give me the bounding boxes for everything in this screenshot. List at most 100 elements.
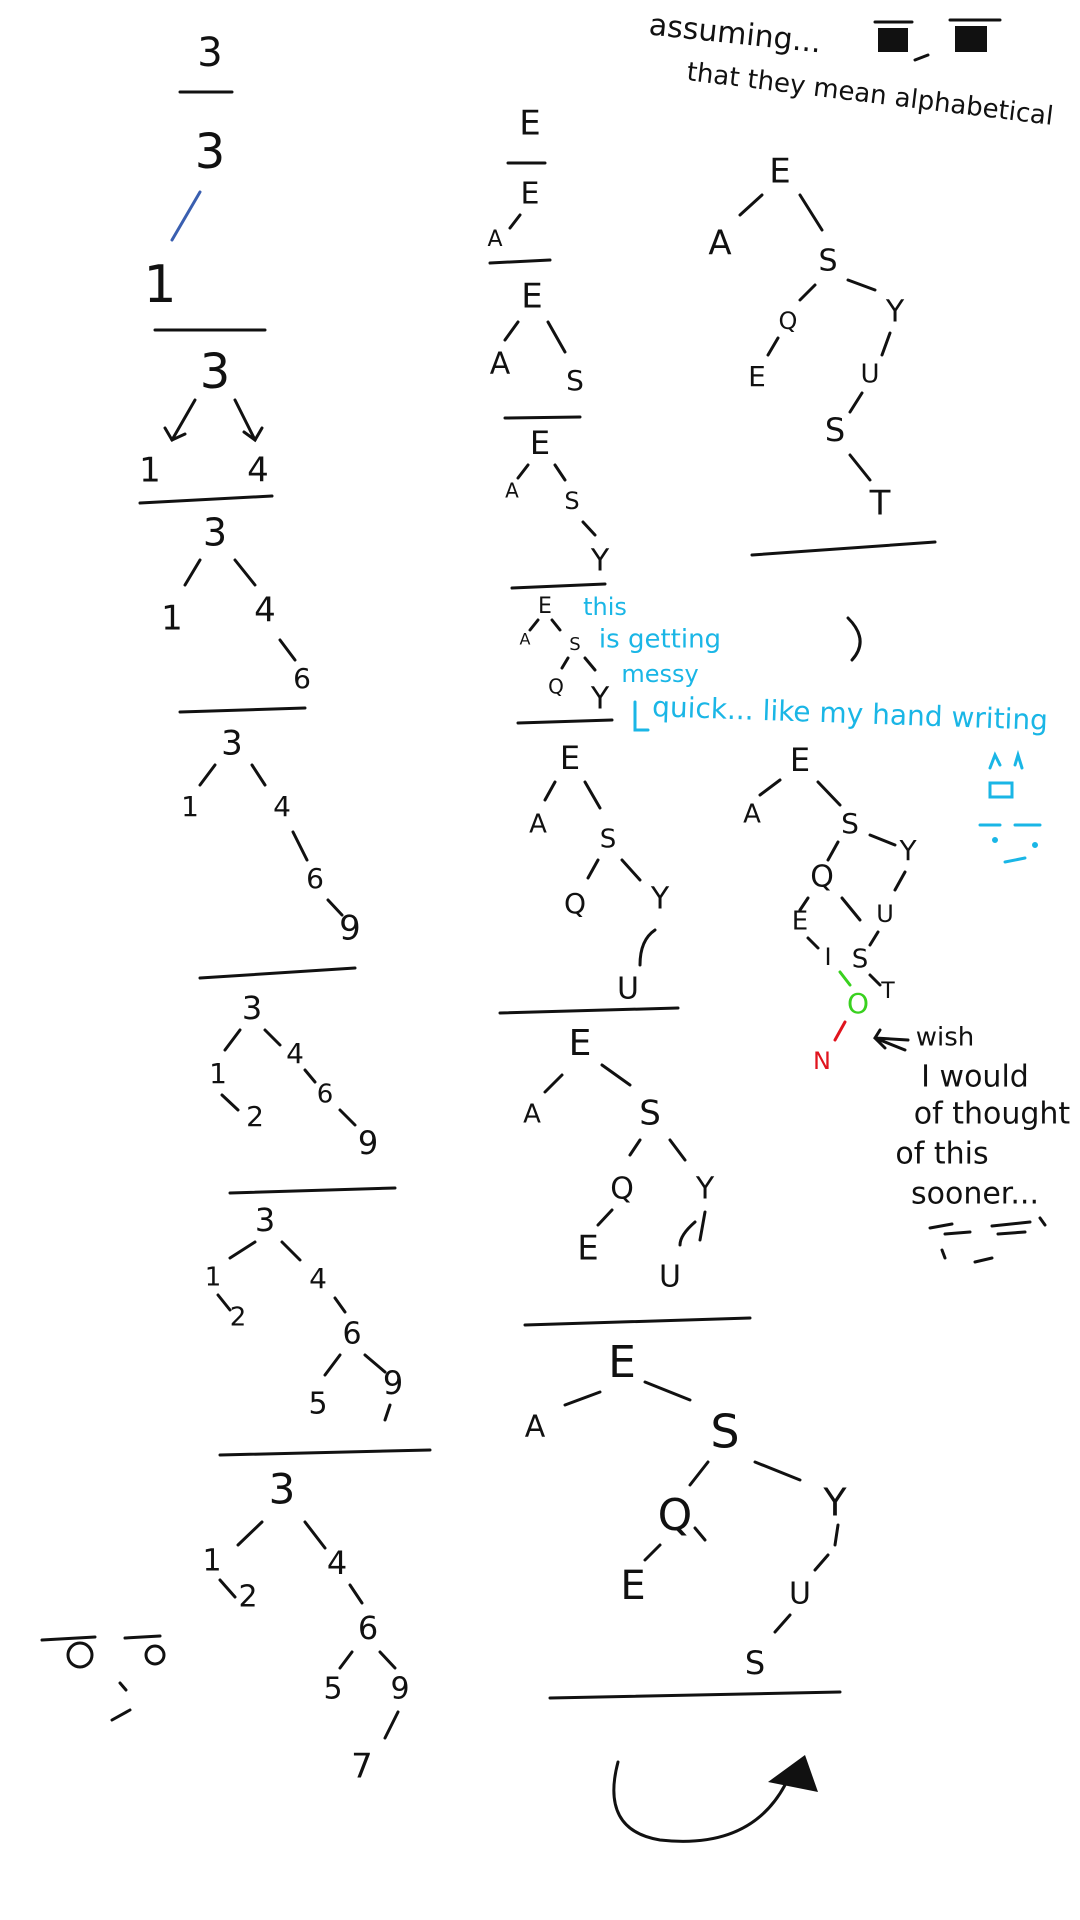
tree-node: 1 — [143, 255, 176, 315]
tree-node: E — [569, 1023, 592, 1064]
right-letter-trees: E A S Q Y E U S T E A S — [708, 152, 937, 1075]
tree-node: 4 — [247, 451, 269, 491]
tree-node: A — [523, 1100, 541, 1130]
tree-node: S — [841, 807, 859, 840]
tree-node: E — [538, 594, 552, 619]
separator-line — [498, 1006, 680, 1015]
number-tree-3: 3 1 4 — [138, 344, 274, 505]
tree-node: 3 — [197, 30, 222, 76]
tree-node: A — [525, 1410, 546, 1445]
separator-line — [523, 1316, 752, 1327]
letter-tree-4: E A S Y — [505, 424, 610, 590]
tree-node: 3 — [242, 989, 262, 1027]
tree-node: 3 — [269, 1465, 296, 1514]
tree-node: S — [566, 364, 584, 397]
tree-node: 2 — [246, 1100, 264, 1133]
letter-tree-1: E — [506, 104, 547, 165]
wish-note: wish I would of thought of this sooner..… — [873, 1023, 1071, 1264]
tree-node: 9 — [358, 1124, 378, 1162]
tree-node: 3 — [203, 511, 227, 555]
separator-line — [218, 1448, 432, 1457]
blue-face-icon — [978, 749, 1042, 864]
tree-node: E — [620, 1563, 645, 1609]
annotation-line: this — [583, 593, 627, 621]
tree-node: E — [560, 739, 580, 777]
tree-node: E — [530, 424, 550, 462]
tree-node: Q — [658, 1490, 693, 1541]
letter-tree-3: E A S — [490, 277, 584, 420]
letter-tree-2: E A — [487, 177, 552, 265]
tree-node: 3 — [221, 724, 243, 764]
number-tree-6: 3 1 2 4 6 9 — [209, 989, 397, 1195]
tree-node: 4 — [286, 1037, 304, 1070]
tree-node: 2 — [238, 1580, 257, 1615]
wish-line: of thought — [914, 1097, 1071, 1132]
tree-node: 6 — [342, 1317, 361, 1352]
letter-tree-7: E A S Q Y E U — [523, 1023, 752, 1327]
number-tree-7: 3 1 2 4 6 5 9 — [205, 1201, 432, 1457]
tree-node: 4 — [254, 591, 276, 631]
tree-node: Q — [810, 860, 834, 895]
separator-line — [198, 966, 357, 980]
paren-mark — [846, 616, 862, 662]
tree-node: 5 — [308, 1387, 327, 1422]
curved-arrow-icon — [612, 1755, 818, 1843]
tree-node: 1 — [181, 790, 199, 823]
tree-node: 6 — [306, 862, 324, 895]
separator-line — [503, 415, 582, 420]
sad-face-icon — [40, 1634, 166, 1722]
separator-line — [510, 582, 607, 590]
tree-node: 1 — [205, 1263, 222, 1293]
separator-line — [138, 494, 274, 505]
tree-node: E — [521, 277, 542, 317]
separator-line — [178, 706, 307, 714]
tree-node: A — [487, 227, 502, 252]
letter-tree-steps: E E A E A S E A S Y — [487, 104, 847, 1843]
tree-node: S — [710, 1405, 739, 1459]
separator-line — [488, 258, 552, 265]
tree-node: E — [521, 177, 540, 212]
tree-node: E — [769, 152, 790, 192]
tree-node: Q — [779, 307, 798, 335]
tree-node: Q — [564, 887, 586, 920]
wish-line: wish — [916, 1023, 975, 1053]
tree-node: 6 — [358, 1609, 378, 1647]
tree-node: S — [818, 244, 837, 279]
tree-node: E — [608, 1337, 636, 1388]
tree-node: N — [813, 1047, 831, 1075]
tree-node: A — [490, 347, 511, 382]
tree-node: A — [529, 810, 547, 840]
tree-node: 3 — [200, 344, 231, 400]
tree-node: S — [825, 411, 845, 449]
annotation-line: quick... like my hand writing — [652, 690, 1049, 737]
tree-node: I — [824, 943, 831, 971]
tree-node: 7 — [351, 1747, 373, 1787]
tree-node: 3 — [195, 124, 226, 180]
tree-node: 3 — [255, 1201, 275, 1239]
tree-node: 4 — [273, 790, 291, 823]
tree-node: Y — [590, 682, 610, 717]
messy-annotation: this is getting messy quick... like my h… — [583, 593, 1049, 864]
tree-node: Y — [650, 882, 670, 917]
number-tree-steps: 3 3 1 3 1 4 3 1 4 6 — [40, 30, 432, 1787]
tree-node: S — [639, 1094, 661, 1134]
tree-node: E — [792, 907, 808, 937]
tree-node: T — [880, 979, 895, 1004]
letter-tree-8: E A S Q Y E U S — [525, 1337, 847, 1700]
number-tree-1: 3 — [178, 30, 234, 94]
alphabetical-text: that they mean alphabetical — [685, 57, 1055, 132]
letter-tree-5: E A S Q Y — [516, 594, 614, 725]
tree-node: U — [876, 900, 894, 928]
annotation-line: is getting — [599, 625, 721, 655]
face-doodle-icon — [928, 1216, 1047, 1264]
pointer-arrow-icon — [873, 1028, 910, 1052]
tree-node: S — [564, 487, 579, 515]
tree-node: E — [748, 360, 766, 393]
number-tree-5: 3 1 4 6 9 — [181, 724, 361, 980]
separator-line — [228, 1186, 397, 1195]
tree-node: 4 — [309, 1262, 327, 1295]
separator-line — [516, 718, 614, 725]
tree-node: 4 — [327, 1544, 347, 1582]
letter-tree-10: E A S Q Y E U I S O T N — [743, 741, 917, 1075]
